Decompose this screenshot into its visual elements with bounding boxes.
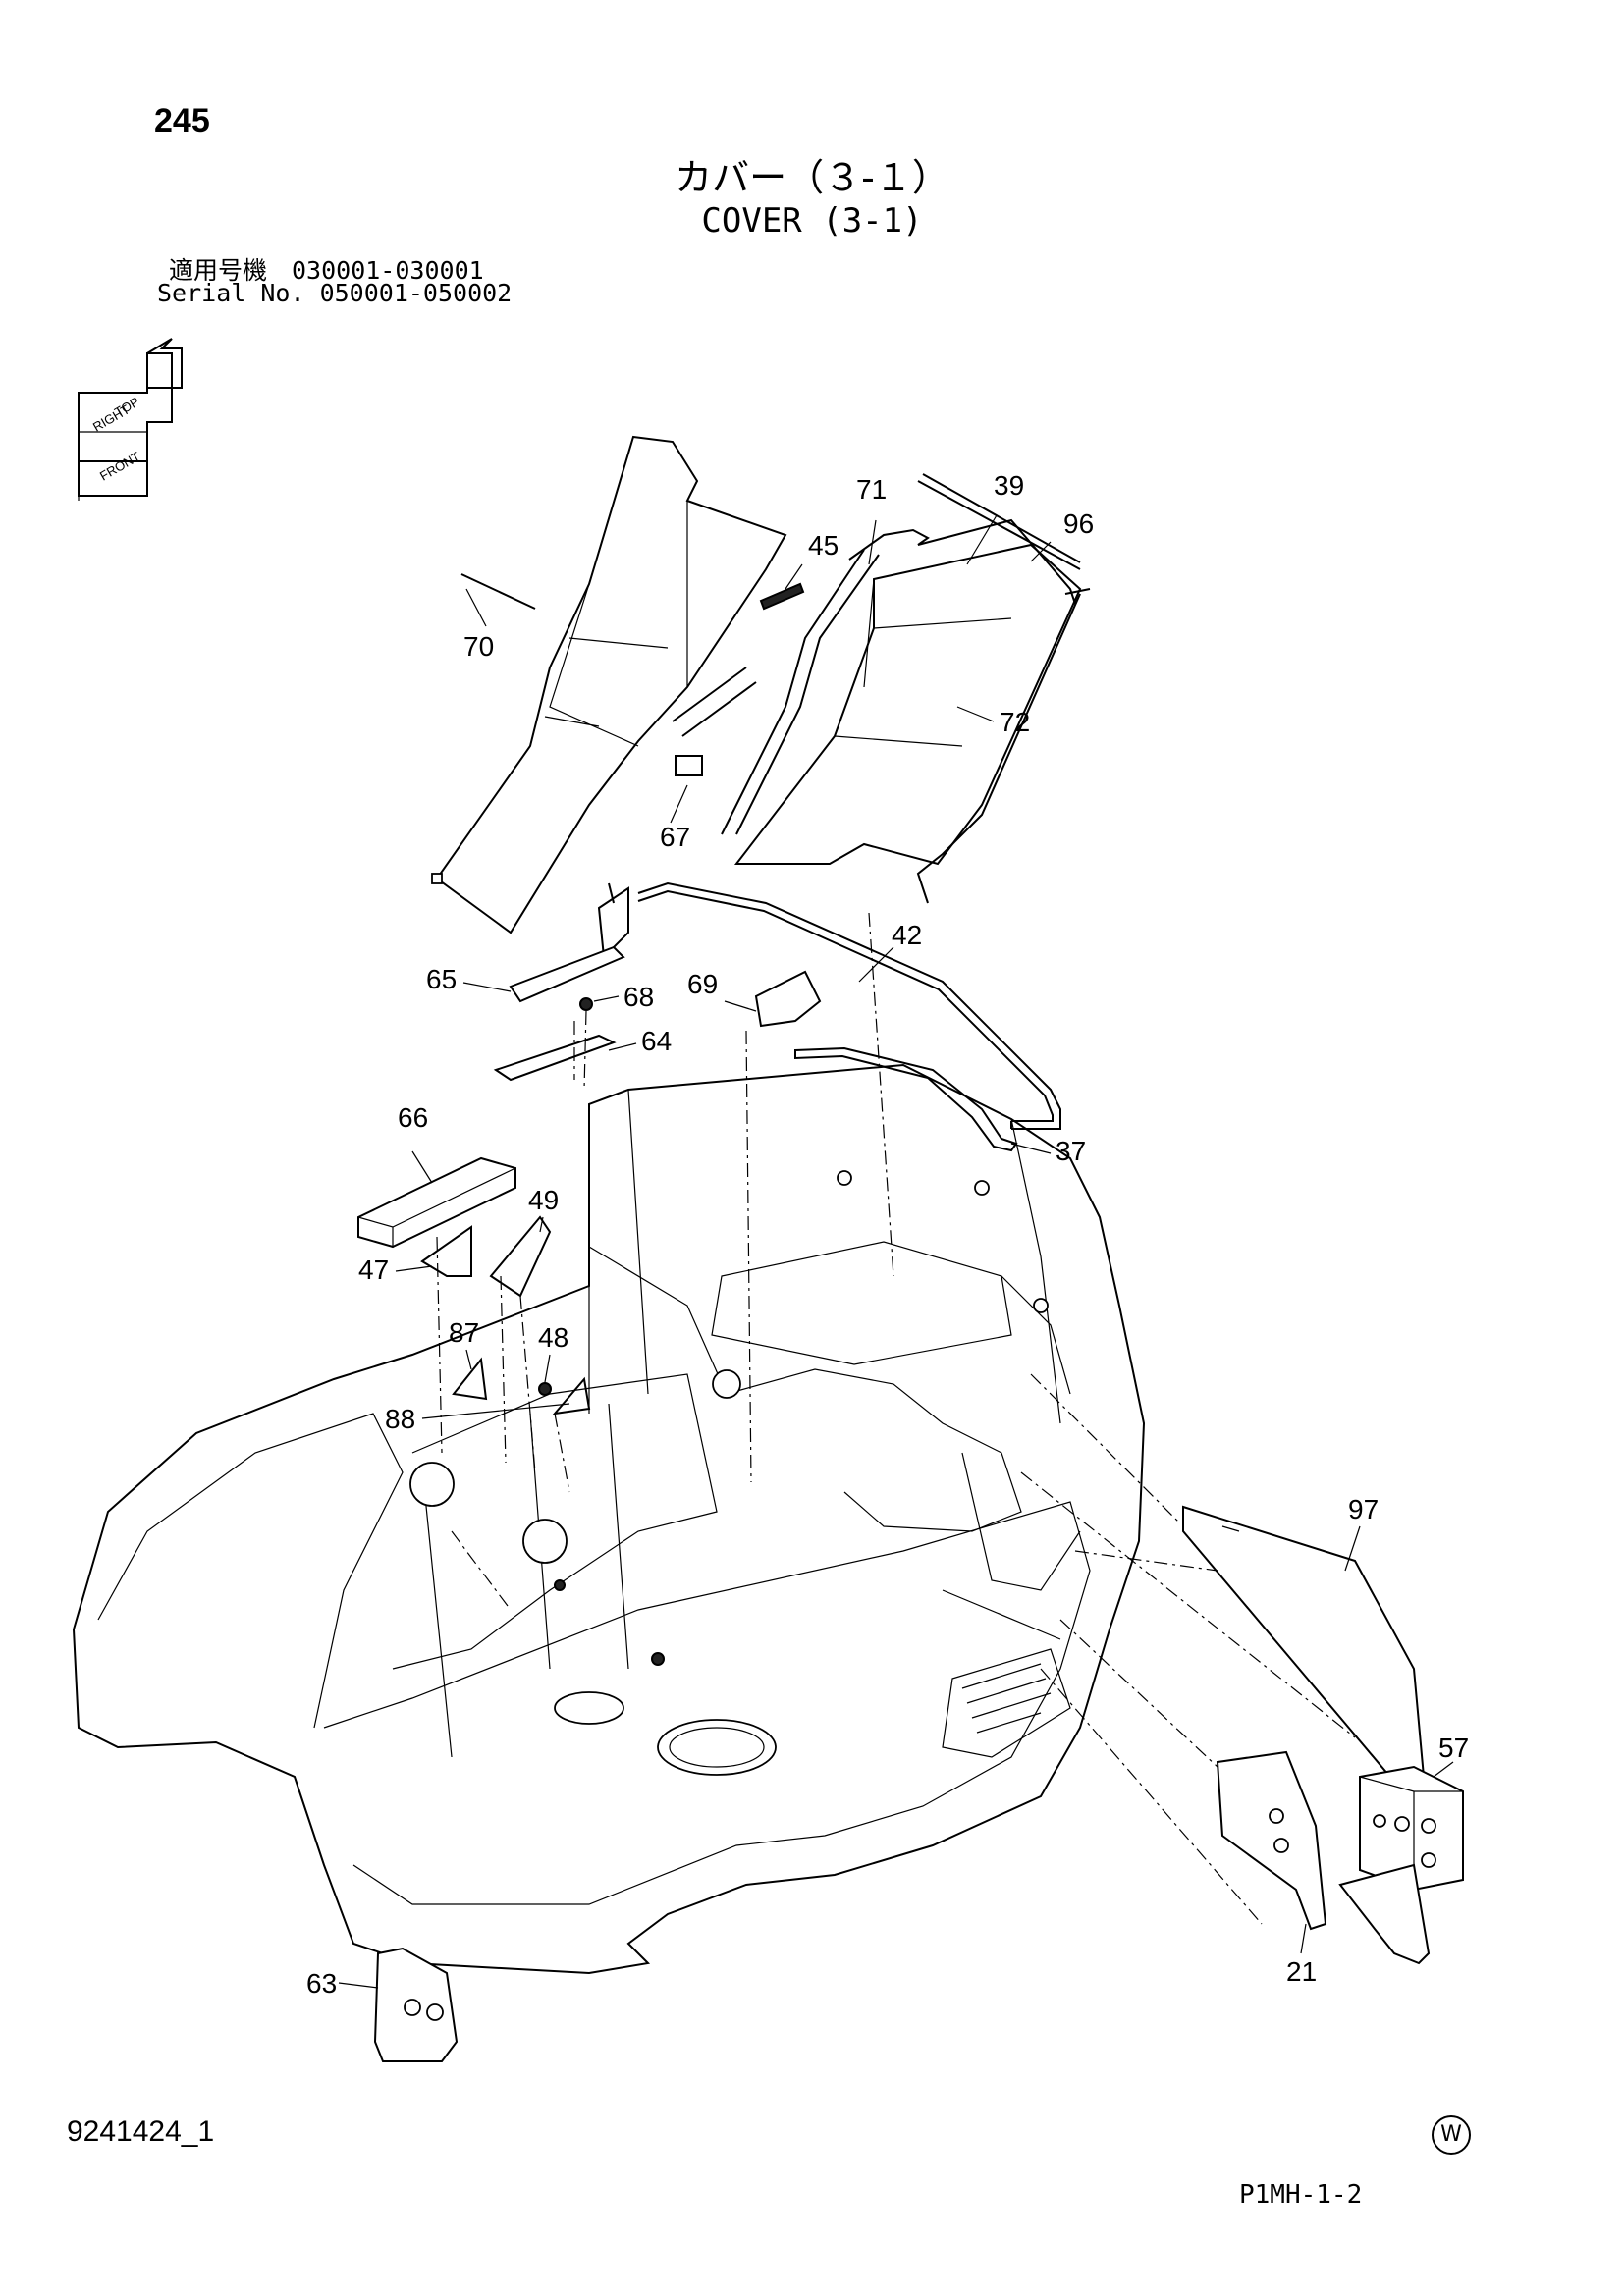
callout-45: 45 [808,530,839,561]
callout-37: 37 [1056,1136,1086,1166]
upper-frame [72,1063,1146,1975]
callout-69: 69 [687,969,718,999]
part-97-plate [1182,1505,1426,1784]
part-66-block [357,1156,516,1249]
part-72-cover [721,518,1082,904]
page-number: 245 [154,102,210,139]
callout-87: 87 [449,1317,479,1348]
part-21-bracket [1216,1750,1431,1965]
part-68-bolt [579,997,593,1011]
callout-65: 65 [426,964,457,994]
part-42-seal [637,881,1061,1130]
callout-67: 67 [660,822,690,852]
part-69-block [754,970,822,1028]
callout-66: 66 [398,1102,428,1133]
callout-21: 21 [1286,1956,1317,1987]
document-number: 9241424_1 [67,2115,215,2148]
callout-42: 42 [892,920,922,950]
title-english: COVER (3-1) [701,201,923,240]
part-57-block [1359,1765,1464,1892]
part-47-bracket [420,1225,472,1277]
part-65-plate [509,945,625,1003]
leader-lines [338,514,1454,1989]
callout-68: 68 [623,982,654,1012]
part-37-seal [794,1046,1018,1152]
callout-48: 48 [538,1322,568,1353]
orientation-indicator: TOP RIGHT FRONT [78,338,183,501]
part-88-plate [552,1376,591,1415]
callout-96: 96 [1063,508,1094,539]
part-callouts: 71 39 96 45 70 72 67 42 65 68 69 64 66 4… [306,470,1469,1999]
callout-57: 57 [1438,1733,1469,1763]
part-45-strip [759,582,805,611]
callout-49: 49 [528,1185,559,1215]
sheet-code: P1MH-1-2 [1239,2180,1363,2210]
title-japanese: カバー（３-１） [675,156,949,199]
part-64-plate [493,1034,617,1082]
part-48-bolt [538,1382,552,1396]
callout-70: 70 [463,631,494,662]
part-63-plate [373,1947,459,2062]
callout-97: 97 [1348,1494,1379,1524]
callout-47: 47 [358,1255,389,1285]
serial-range-english: Serial No. 050001-050002 [157,279,513,307]
callout-71: 71 [856,474,887,505]
orientation-front: FRONT [97,449,142,483]
callout-88: 88 [385,1404,415,1434]
callout-63: 63 [306,1968,337,1999]
part-39-96-rods [917,473,1091,595]
w-circle-mark: W [1432,2115,1471,2155]
part-87-plate [452,1357,488,1401]
callout-72: 72 [1000,707,1030,737]
upper-cover-assembly [431,435,787,960]
part-49-bracket [489,1215,552,1298]
rear-grille [942,1648,1071,1758]
assembly-guide-lines [436,912,1356,1925]
part-70-rod [460,573,536,610]
callout-39: 39 [994,470,1024,501]
callout-64: 64 [641,1026,672,1056]
part-67-bracket [672,667,757,776]
serial-range-japanese: 適用号機 030001-030001 [169,256,484,285]
